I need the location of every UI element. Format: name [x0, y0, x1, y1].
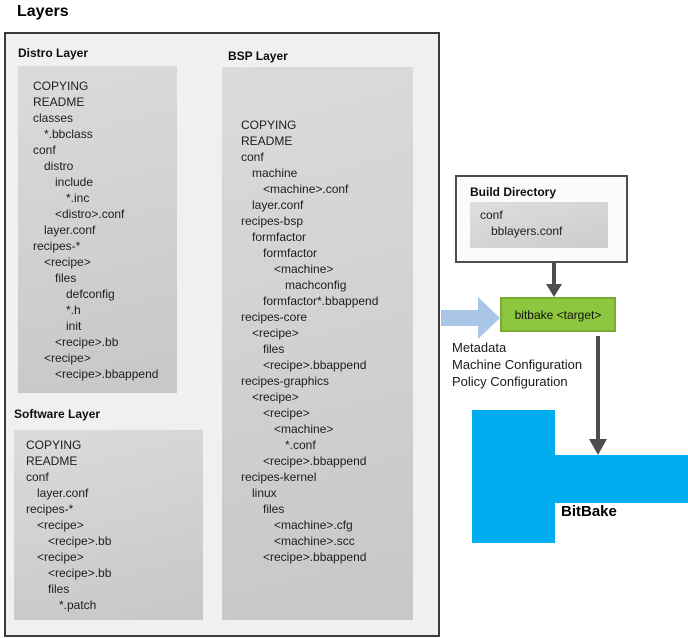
bsp-tree-item: *.conf — [285, 438, 316, 452]
distro-tree-item: *.bbclass — [44, 127, 93, 141]
software-tree-item: recipes-* — [26, 502, 74, 516]
bsp-tree-item: layer.conf — [252, 198, 304, 212]
distro-tree-item: <recipe> — [44, 255, 91, 269]
distro-tree-item: init — [66, 319, 82, 333]
bsp-tree-item: files — [263, 502, 285, 516]
software-tree-item: <recipe>.bb — [48, 566, 112, 580]
down-arrowhead-icon — [546, 284, 562, 297]
bsp-layer-tree: COPYING README conf machine <machine>.conf la… — [222, 67, 413, 620]
bsp-tree-item: <recipe>.bbappend — [263, 550, 367, 564]
software-tree-item: layer.conf — [37, 486, 89, 500]
bsp-layer-label: BSP Layer — [228, 49, 288, 63]
annotation-line: Policy Configuration — [452, 374, 568, 389]
bsp-tree-item: recipes-graphics — [241, 374, 330, 388]
down-arrow-icon — [596, 336, 600, 440]
build-directory-tree: conf bblayers.conf — [470, 202, 608, 248]
bsp-tree-item: files — [263, 342, 285, 356]
distro-layer-label: Distro Layer — [18, 46, 89, 60]
bitbake-shape-vertical — [472, 410, 555, 543]
distro-tree-item: recipes-* — [33, 239, 81, 253]
distro-tree-item: conf — [33, 143, 56, 157]
distro-layer-tree: COPYING README classes *.bbclass conf distro i… — [18, 66, 177, 393]
bitbake-label: BitBake — [561, 503, 617, 520]
distro-tree-item: <recipe> — [44, 351, 91, 365]
bsp-tree-item: recipes-bsp — [241, 214, 304, 228]
bsp-tree-item: <machine>.scc — [274, 534, 355, 548]
software-tree-item: files — [48, 582, 70, 596]
software-layer-label: Software Layer — [14, 407, 101, 421]
bitbake-target-box: bitbake <target> — [500, 297, 616, 332]
bsp-tree-item: COPYING — [241, 118, 297, 132]
bitbake-target-label: bitbake <target> — [514, 307, 602, 322]
bsp-tree-item: formfactor — [252, 230, 307, 244]
right-arrow-icon — [441, 310, 478, 326]
distro-tree-item: <recipe>.bb — [55, 335, 119, 349]
bsp-tree-item: formfactor — [263, 246, 318, 260]
bsp-tree-item: <recipe> — [252, 326, 299, 340]
bsp-tree-item: <machine> — [274, 422, 334, 436]
build-directory-box: Build Directory conf bblayers.conf — [455, 175, 628, 263]
build-directory-label: Build Directory — [470, 185, 557, 199]
bsp-tree-item: conf — [241, 150, 264, 164]
distro-tree-item: defconfig — [66, 287, 115, 301]
bsp-tree-item: machine — [252, 166, 298, 180]
bitbake-shape-horizontal — [555, 455, 688, 503]
bsp-tree-item: <machine>.cfg — [274, 518, 353, 532]
software-layer-tree: COPYING README conf layer.conf recipes-* <rec… — [14, 430, 203, 620]
bsp-tree-item: <recipe> — [252, 390, 299, 404]
distro-tree-item: <distro>.conf — [55, 207, 125, 221]
bsp-tree-item: README — [241, 134, 293, 148]
software-tree-item: <recipe>.bb — [48, 534, 112, 548]
distro-tree-item: <recipe>.bbappend — [55, 367, 159, 381]
distro-tree-item: *.h — [66, 303, 81, 317]
bsp-tree-item: machconfig — [285, 278, 347, 292]
bsp-tree-item: <recipe>.bbappend — [263, 358, 367, 372]
software-tree-item: README — [26, 454, 78, 468]
bsp-tree-item: formfactor*.bbappend — [263, 294, 379, 308]
bsp-tree-item: recipes-kernel — [241, 470, 317, 484]
software-tree-item: <recipe> — [37, 518, 84, 532]
build-directory-tree-item: conf — [480, 208, 503, 222]
distro-tree-item: distro — [44, 159, 74, 173]
build-directory-tree-item: bblayers.conf — [491, 224, 563, 238]
page-title: Layers — [17, 3, 69, 20]
annotation-line: Metadata — [452, 340, 507, 355]
bsp-tree-item: recipes-core — [241, 310, 308, 324]
software-tree-item: conf — [26, 470, 49, 484]
distro-tree-item: include — [55, 175, 94, 189]
distro-tree-item: layer.conf — [44, 223, 96, 237]
layers-container: Distro Layer COPYING README classes *.bbcla… — [4, 32, 440, 637]
annotation-line: Machine Configuration — [452, 357, 583, 372]
distro-tree-item: *.inc — [66, 191, 90, 205]
bsp-tree-item: <machine> — [274, 262, 334, 276]
bsp-tree-item: <recipe>.bbappend — [263, 454, 367, 468]
distro-tree-item: classes — [33, 111, 74, 125]
down-arrow-icon — [552, 263, 556, 285]
software-tree-item: *.patch — [59, 598, 97, 612]
bsp-tree-item: <machine>.conf — [263, 182, 349, 196]
distro-tree-item: files — [55, 271, 77, 285]
right-arrowhead-icon — [478, 297, 500, 339]
software-tree-item: COPYING — [26, 438, 82, 452]
distro-tree-item: README — [33, 95, 85, 109]
down-arrowhead-icon — [589, 439, 607, 455]
software-tree-item: <recipe> — [37, 550, 84, 564]
bsp-tree-item: <recipe> — [263, 406, 310, 420]
bsp-tree-item: linux — [252, 486, 277, 500]
distro-tree-item: COPYING — [33, 79, 89, 93]
